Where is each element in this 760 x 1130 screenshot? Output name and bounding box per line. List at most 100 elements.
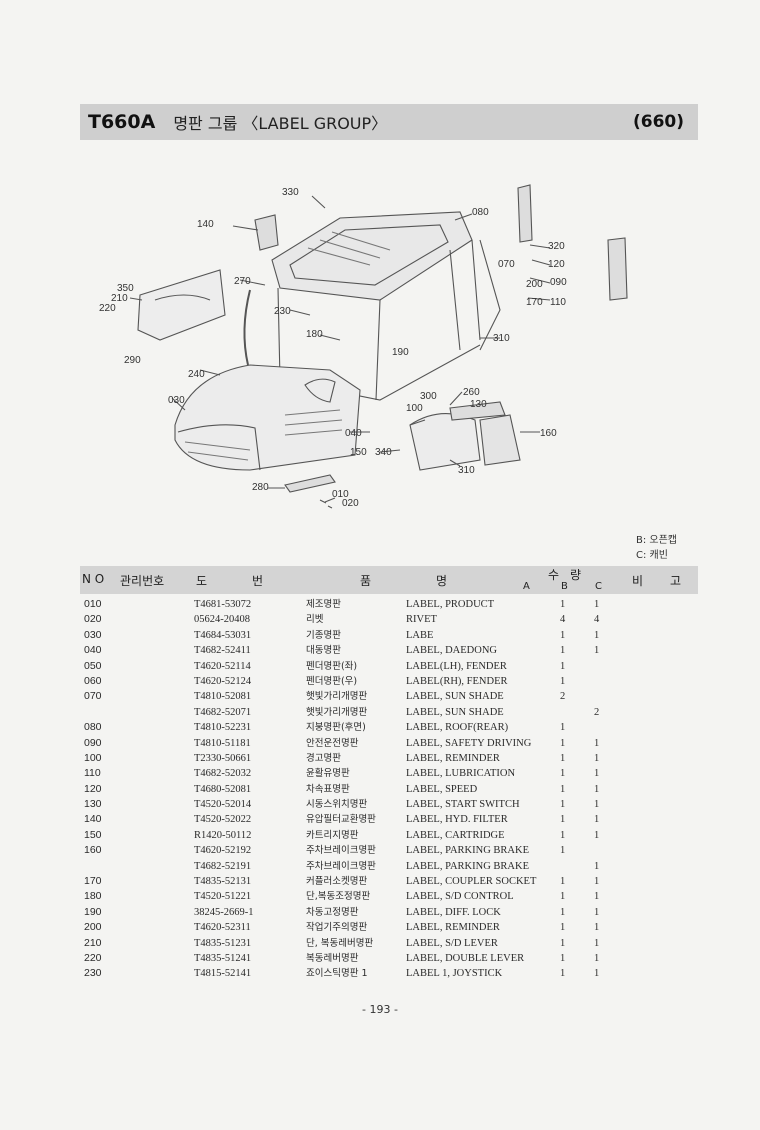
callout-350: 350 — [117, 283, 134, 294]
qty-b: 1 — [560, 752, 566, 764]
qty-c: 1 — [594, 814, 600, 826]
english-name: LABEL, PARKING BRAKE — [406, 860, 529, 872]
korean-name: 작업기주의명판 — [306, 922, 368, 934]
callout-020: 020 — [342, 498, 359, 509]
qty-c: 1 — [594, 629, 600, 641]
qty-b: 2 — [560, 691, 566, 703]
qty-b: 1 — [560, 937, 566, 949]
english-name: LABEL, PARKING BRAKE — [406, 845, 529, 857]
english-name: LABEL, DAEDONG — [406, 645, 497, 657]
korean-name: 펜더명판(우) — [306, 675, 358, 687]
callout-070: 070 — [498, 259, 515, 270]
qty-c: 1 — [594, 860, 600, 872]
qty-c: 1 — [594, 783, 600, 795]
model-name: T660A — [88, 111, 156, 133]
callout-280: 280 — [252, 482, 269, 493]
korean-name: 유압필터교환명판 — [306, 814, 376, 826]
korean-name: 펜더명판(좌) — [306, 660, 358, 672]
qty-b: 1 — [560, 629, 566, 641]
item-number: 090 — [84, 736, 102, 749]
english-name: LABEL, DIFF. LOCK — [406, 906, 501, 918]
part-number: T4835-51241 — [194, 952, 252, 964]
callout-330: 330 — [282, 187, 299, 198]
part-number: T4682-52032 — [194, 768, 252, 780]
part-number: T4810-52081 — [194, 691, 252, 703]
part-number: T4810-51181 — [194, 737, 251, 749]
english-name: LABEL, COUPLER SOCKET — [406, 876, 537, 888]
header-drawing: 도 — [196, 574, 208, 588]
qty-b: 1 — [560, 876, 566, 888]
callout-270: 270 — [234, 276, 251, 287]
item-number: 030 — [84, 628, 102, 641]
english-name: RIVET — [406, 614, 437, 626]
english-name: LABEL, SUN SHADE — [406, 706, 504, 718]
qty-b: 1 — [560, 599, 566, 610]
item-number: 220 — [84, 951, 102, 964]
korean-name: 차속표명판 — [306, 783, 350, 795]
english-name: LABEL, HYD. FILTER — [406, 814, 508, 826]
item-number: 150 — [84, 828, 102, 841]
qty-b: 1 — [560, 829, 566, 841]
header-remark: 비 — [632, 574, 644, 588]
qty-c: 1 — [594, 752, 600, 764]
callout-190: 190 — [392, 347, 409, 358]
part-number: T2330-50661 — [194, 752, 252, 764]
table-header: N O 관리번호 도 번 품 명 수 량 A B C 비 고 — [80, 566, 698, 594]
korean-name: 제조명판 — [306, 599, 341, 610]
english-name: LABEL, REMINDER — [406, 922, 500, 934]
part-number: T4815-52141 — [194, 968, 252, 980]
part-number: T4835-51231 — [194, 937, 252, 949]
qty-c: 1 — [594, 599, 600, 610]
part-number: 38245-2669-1 — [194, 906, 254, 918]
english-name: LABEL, CARTRIDGE — [406, 829, 505, 841]
part-number: T4520-52022 — [194, 814, 252, 826]
korean-name: 단, 복동레버명판 — [306, 937, 374, 949]
qty-c: 1 — [594, 829, 600, 841]
qty-b: 1 — [560, 968, 566, 980]
item-number: 020 — [84, 613, 102, 626]
korean-name: 시동스위치명판 — [306, 799, 368, 811]
qty-b: 1 — [560, 799, 566, 811]
korean-name: 안전운전명판 — [306, 737, 359, 749]
korean-name: 복동레버명판 — [306, 952, 359, 964]
qty-c: 1 — [594, 891, 600, 903]
callout-040: 040 — [345, 428, 362, 439]
item-number: 040 — [84, 644, 102, 657]
callout-230: 230 — [274, 306, 291, 317]
callout-240: 240 — [188, 369, 205, 380]
callout-310-bottom: 310 — [458, 465, 475, 476]
callout-100: 100 — [406, 403, 423, 414]
variant-legend: B: 오픈캡 C: 캐빈 — [636, 533, 677, 563]
legend-c: C: 캐빈 — [636, 550, 668, 561]
callout-030: 030 — [168, 395, 185, 406]
qty-b: 1 — [560, 675, 566, 687]
qty-c: 1 — [594, 645, 600, 657]
item-number: 160 — [84, 844, 102, 857]
title-bar: T660A 명판 그룹 〈LABEL GROUP〉 (660) — [80, 104, 698, 140]
callout-340: 340 — [375, 447, 392, 458]
page-number: - 193 - — [362, 1003, 398, 1016]
callout-320: 320 — [548, 241, 565, 252]
english-name: LABEL(RH), FENDER — [406, 675, 508, 687]
item-number: 010 — [84, 598, 102, 610]
qty-b: 1 — [560, 645, 566, 657]
item-number: 060 — [84, 674, 102, 687]
header-drawing-2: 번 — [252, 574, 264, 588]
part-number: T4620-52114 — [194, 660, 251, 672]
callout-090: 090 — [550, 277, 567, 288]
callout-160: 160 — [540, 428, 557, 439]
part-number: T4680-52081 — [194, 783, 252, 795]
qty-c: 1 — [594, 799, 600, 811]
callout-150: 150 — [350, 447, 367, 458]
